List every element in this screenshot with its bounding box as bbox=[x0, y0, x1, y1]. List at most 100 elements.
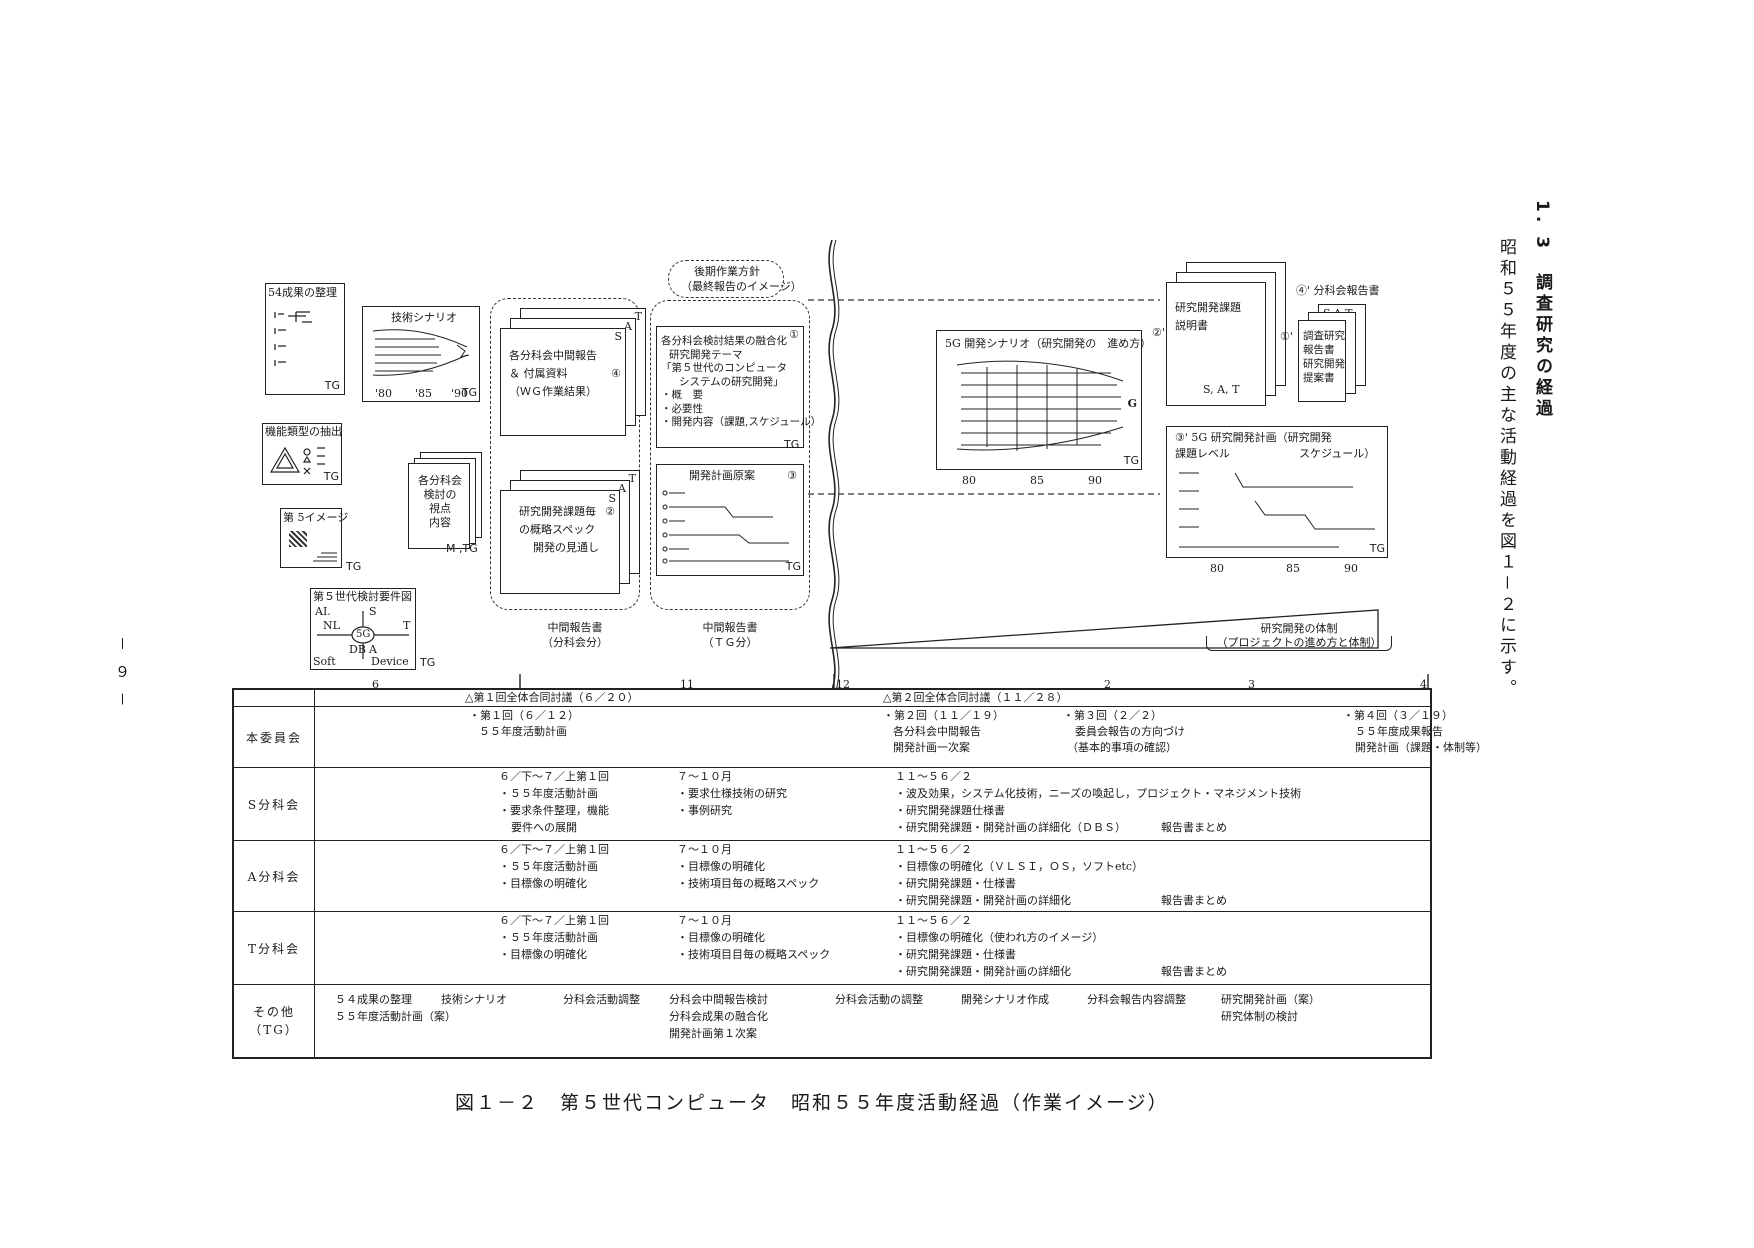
viewpoint-line: 各分科会 bbox=[418, 474, 462, 487]
entry: ・技術項目目毎の概略スペック bbox=[677, 948, 831, 961]
tg-label: TG bbox=[784, 438, 800, 451]
tick-label: 90 bbox=[1344, 562, 1358, 575]
tg-label: TG bbox=[785, 560, 801, 573]
entry: ・目標像の明確化（ＶＬＳＩ，ＯＳ，ソフトetc） bbox=[895, 860, 1144, 873]
report-line: ・開発内容（課題,スケジュール） bbox=[661, 416, 822, 428]
req-label: AI. bbox=[315, 605, 331, 618]
entry: ・目標像の明確化 bbox=[499, 877, 587, 890]
row-label: T分科会 bbox=[233, 911, 315, 985]
sheet-line: （ＷＧ作業結果） bbox=[509, 385, 597, 398]
entry: 開発シナリオ作成 bbox=[961, 993, 1049, 1006]
tick-80: '80 bbox=[375, 387, 393, 400]
section-intro: 昭和５５年度の主な活動経過を図１－２に示す。 bbox=[1496, 238, 1516, 700]
tick-85: '85 bbox=[415, 387, 433, 400]
tg-label: TG bbox=[323, 470, 339, 483]
requirements-title: 第５世代検討要件図 bbox=[313, 590, 412, 603]
research-structure-label: 研究開発の体制 （プロジェクトの進め方と体制） bbox=[1206, 622, 1392, 651]
scenario5g-chart-icon bbox=[956, 360, 1124, 451]
tg-label: TG bbox=[1369, 542, 1385, 555]
req-label: NL bbox=[323, 619, 340, 632]
connector-lines bbox=[808, 299, 1379, 649]
row-s-subcommittee: S分科会 ６／下～７／上第１回 ・５５年度活動計画 ・要求条件整理，機能 要件へ… bbox=[233, 767, 1431, 841]
viewpoint-line: 内容 bbox=[429, 516, 451, 529]
interim-group-subcommittee bbox=[490, 298, 640, 610]
bunka-line: 提案書 bbox=[1303, 372, 1335, 384]
tick-label: 85 bbox=[1030, 474, 1044, 487]
kadai-line: 説明書 bbox=[1175, 319, 1208, 332]
entry: 分科会報告内容調整 bbox=[1087, 993, 1186, 1006]
kadai-line: 研究開発課題 bbox=[1175, 301, 1241, 314]
entry: 分科会活動調整 bbox=[563, 993, 640, 1006]
function-types-title: 機能類型の抽出 bbox=[265, 425, 342, 438]
entry: ７～１０月 bbox=[677, 770, 732, 783]
sheet-line: の概略スペック bbox=[519, 523, 596, 536]
entry: ・研究開発課題・仕様書 bbox=[895, 948, 1016, 961]
sheet-letter: A bbox=[624, 320, 632, 333]
plan5g-sub2: スケジュール） bbox=[1299, 447, 1376, 460]
entry: 研究開発計画（案） bbox=[1221, 993, 1320, 1006]
entry: ６／下～７／上第１回 bbox=[499, 770, 609, 783]
box-tech-scenario: 技術シナリオ '80 '85 '90 TG bbox=[362, 306, 480, 402]
sheet-line: 研究開発課題毎 bbox=[519, 505, 596, 518]
entry: ・研究開発課題・開発計画の詳細化（ＤＢＳ） bbox=[895, 821, 1126, 834]
box-function-types: 機能類型の抽出 TG bbox=[262, 423, 342, 485]
entry: ６／下～７／上第１回 bbox=[499, 914, 609, 927]
entry: ・第３回（２／２） bbox=[1063, 709, 1162, 722]
bubble-line: （最終報告のイメージ） bbox=[681, 280, 802, 293]
scenario-title: 技術シナリオ bbox=[391, 311, 457, 324]
tick-label: 80 bbox=[1210, 562, 1224, 575]
report-line: 「第５世代のコンピュータ bbox=[661, 362, 787, 374]
interim-group-tg bbox=[650, 300, 810, 610]
entry: ５５年度成果報告 bbox=[1355, 725, 1443, 738]
row-label: その他 （TG） bbox=[233, 984, 315, 1058]
shapes-icon bbox=[269, 446, 325, 475]
scenario-funnel-icon bbox=[372, 329, 470, 376]
scenario5g-g: G bbox=[1127, 397, 1137, 410]
entry: 報告書まとめ bbox=[1161, 894, 1227, 907]
entry: ・目標像の明確化 bbox=[677, 860, 765, 873]
entry: ・研究開発課題・開発計画の詳細化 bbox=[895, 965, 1071, 978]
spec-sheet: S 研究開発課題毎 の概略スペック 開発の見通し ② bbox=[500, 490, 620, 594]
month-label: 11 bbox=[680, 678, 694, 691]
caption-line: 中間報告書 bbox=[547, 621, 603, 634]
kadai-sat: S, A, T bbox=[1203, 383, 1240, 396]
taisei-line: （プロジェクトの進め方と体制） bbox=[1206, 636, 1392, 651]
5g-dev-scenario: 5G 開発シナリオ（研究開発の 進め方） G TG bbox=[936, 330, 1151, 470]
tick-label: 90 bbox=[1088, 474, 1102, 487]
entry: ・目標像の明確化 bbox=[499, 948, 587, 961]
entry: 開発計画一次案 bbox=[893, 741, 970, 754]
section-title: 調査研究の経過 bbox=[1532, 273, 1552, 421]
req-label: T bbox=[403, 619, 411, 632]
tg-label: M ,TG bbox=[446, 542, 478, 555]
row-t-subcommittee: T分科会 ６／下～７／上第１回 ・５５年度活動計画 ・目標像の明確化 ７～１０月… bbox=[233, 911, 1431, 985]
sheet-num: ④ bbox=[611, 367, 621, 380]
entry: ・研究開発課題・仕様書 bbox=[895, 877, 1016, 890]
entry: ・目標像の明確化（使われ方のイメージ） bbox=[895, 931, 1104, 944]
fusion-report: ① 各分科会検討結果の融合化 研究開発テーマ 「第５世代のコンピュータ システム… bbox=[656, 326, 821, 448]
row-label: A分科会 bbox=[233, 840, 315, 912]
report-line: 各分科会検討結果の融合化 bbox=[661, 335, 787, 347]
entry: １１～５６／２ bbox=[895, 770, 972, 783]
sheet-line: ＆ 付属資料 bbox=[509, 367, 568, 380]
entry: （基本的事項の確認） bbox=[1067, 741, 1177, 754]
month-axis bbox=[519, 674, 1429, 688]
entry: ・第４回（３／１９） bbox=[1343, 709, 1453, 722]
entry: ５５年度活動計画 bbox=[479, 725, 567, 738]
viewpoint-sheet: 各分科会 検討の 視点 内容 bbox=[408, 463, 470, 549]
caption-line: （分科会分） bbox=[542, 636, 608, 649]
req-label: Soft bbox=[313, 655, 336, 668]
req-label: S bbox=[369, 605, 377, 618]
tg-label: TG bbox=[1123, 454, 1139, 467]
entry: ・目標像の明確化 bbox=[677, 931, 765, 944]
tg-label: TG bbox=[346, 560, 362, 573]
box-5th-image: 第 5イメージ bbox=[280, 508, 348, 568]
entry: ・研究開発課題・開発計画の詳細化 bbox=[895, 894, 1071, 907]
month-label: 2 bbox=[1104, 678, 1111, 691]
entry: １１～５６／２ bbox=[895, 914, 972, 927]
entry: ・第１回（６／１２） bbox=[469, 709, 579, 722]
box-requirements-diagram: 第５世代検討要件図 AI. S NL T 5G DB A Soft Device bbox=[310, 588, 416, 670]
caption-line: （ＴＧ分） bbox=[702, 636, 758, 649]
gantt-icon bbox=[662, 490, 789, 564]
entry: ６／下～７／上第１回 bbox=[499, 843, 609, 856]
entry: 研究体制の検討 bbox=[1221, 1010, 1298, 1023]
